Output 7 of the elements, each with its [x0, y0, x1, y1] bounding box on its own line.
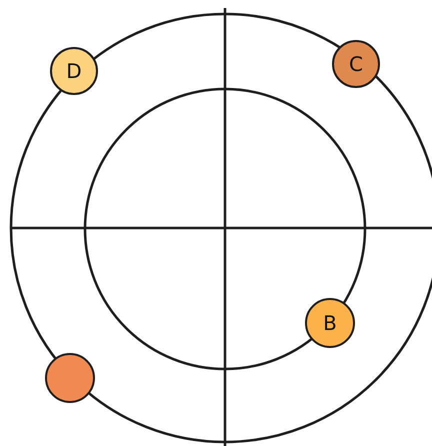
marker-circle: [305, 298, 355, 348]
letter-label: D: [66, 61, 82, 81]
letter-label: C: [349, 54, 363, 74]
marker-circle: [45, 353, 95, 403]
marker-circle: [332, 40, 380, 88]
marker-circle: [50, 47, 98, 95]
letter-label: B: [323, 313, 337, 333]
